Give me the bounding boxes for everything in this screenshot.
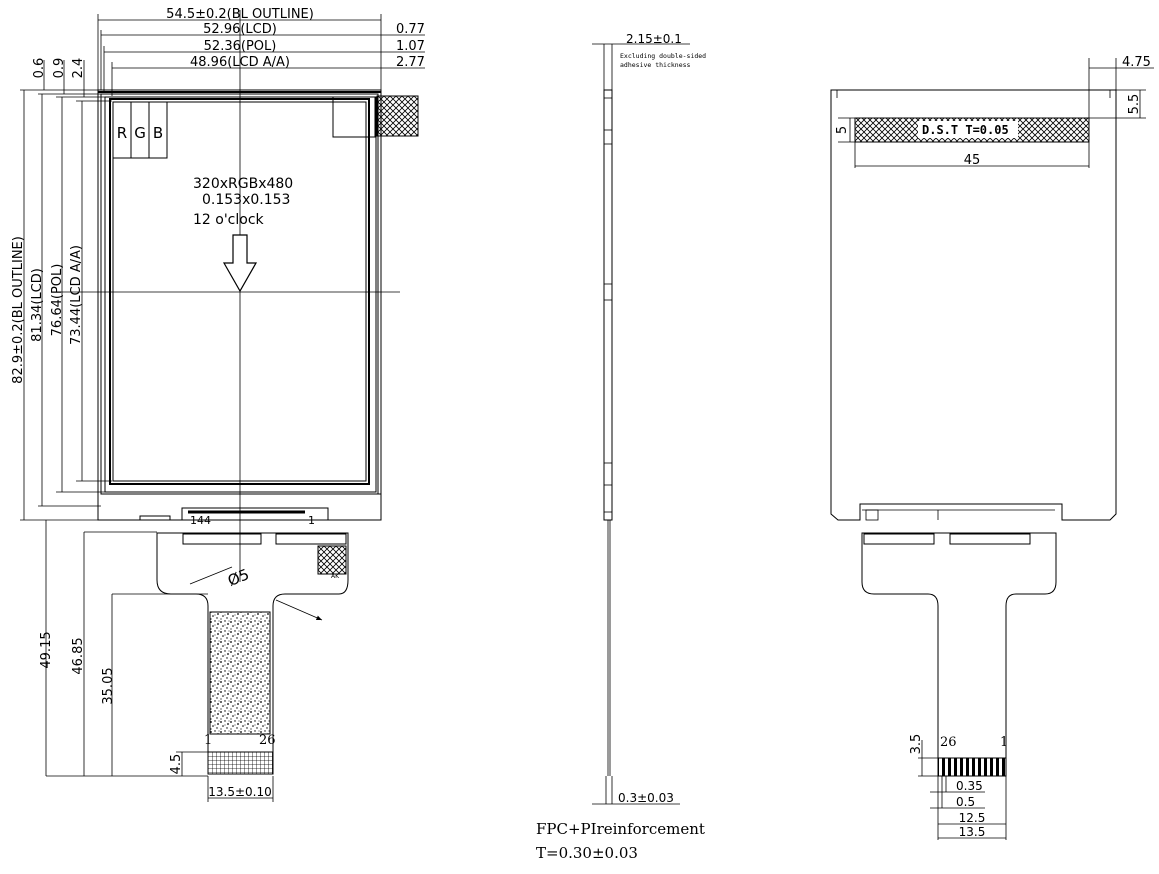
dst-height: 5: [835, 126, 850, 134]
side-body: [603, 89, 613, 521]
rear-pin-26: 26: [940, 735, 957, 750]
dim-pol-height: 76.64(POL): [50, 264, 65, 337]
rear-fpc-outline: [861, 532, 1057, 777]
side-thickness: 2.15±0.1: [626, 32, 682, 46]
corner-window: [332, 96, 376, 138]
fpc-pad-right: [275, 533, 347, 545]
pin-144-label: 144: [190, 514, 211, 527]
dst-label: D.S.T T=0.05: [922, 123, 1009, 137]
dim-fpc-width: 13.5±0.10: [208, 785, 272, 799]
rear-body: [830, 89, 1117, 521]
rear-view: D.S.T T=0.05 45 5 5.5 4.75 26 1 3.5: [830, 55, 1154, 840]
dim-bl-outline-height: 82.9±0.2(BL OUTLINE): [11, 236, 26, 384]
rear-pin-1: 1: [1000, 735, 1008, 750]
lcd-outline: [100, 93, 379, 495]
dim-bl-outline-width: 54.5±0.2(BL OUTLINE): [166, 7, 314, 22]
top-dimensions: 54.5±0.2(BL OUTLINE) 52.96(LCD) 52.36(PO…: [97, 7, 425, 96]
dim-fpc-4685: 46.85: [71, 637, 86, 674]
rear-fpc-h: 3.5: [909, 734, 924, 755]
rgb-r: R: [117, 124, 127, 142]
left-dimensions: 82.9±0.2(BL OUTLINE) 81.34(LCD) 76.64(PO…: [11, 58, 112, 521]
side-view: 2.15±0.1 Excluding double-sided adhesive…: [536, 32, 706, 862]
pol-outline: [104, 96, 377, 493]
dim-aa-height: 73.44(LCD A/A): [69, 245, 84, 345]
dim-fpc-45: 4.5: [169, 754, 184, 775]
rgb-g: G: [134, 124, 146, 142]
rgb-pixel: R G B: [112, 101, 168, 159]
adhesive-note-2: adhesive thickness: [620, 61, 691, 69]
rear-fpc-pad: 0.5: [956, 795, 975, 809]
dim-offset-077: 0.77: [396, 22, 425, 37]
pixel-pitch-text: 0.153x0.153: [202, 192, 290, 208]
svg-text:AK: AK: [331, 573, 340, 580]
dst-width: 45: [964, 153, 981, 168]
rear-fpc-outer: 13.5: [959, 825, 986, 839]
fpc-dimensions: 49.15 46.85 35.05 4.5 13.5±0.10: [39, 520, 274, 802]
dim-aa-width: 48.96(LCD A/A): [190, 55, 290, 70]
pin-1-label: 1: [308, 514, 315, 527]
fpc-pin-1: 1: [204, 733, 212, 748]
fpc-stiffener: [209, 611, 271, 735]
bl-outline: [97, 89, 382, 521]
rgb-b: B: [153, 124, 163, 142]
fpc-pad-left: [182, 533, 262, 545]
front-view: R G B 320xRGBx480 0.153x0.153 12 o'clock…: [11, 7, 425, 802]
dim-lcd-height: 81.34(LCD): [30, 268, 45, 342]
dim-top-09: 0.9: [52, 58, 67, 79]
rear-fpc-contacts: [937, 757, 1007, 777]
hatched-tab: [376, 95, 419, 137]
fpc-component: [317, 545, 347, 575]
viewing-direction-text: 12 o'clock: [193, 212, 265, 228]
dim-top-06: 0.6: [32, 58, 47, 79]
dim-offset-107: 1.07: [396, 39, 425, 54]
reinforcement-thickness: T=0.30±0.03: [536, 844, 638, 862]
active-area-inner: [112, 101, 367, 482]
active-area: [109, 98, 370, 485]
rear-fpc-inner: 12.5: [959, 811, 986, 825]
dim-offset-277: 2.77: [396, 55, 425, 70]
dim-fpc-3505: 35.05: [101, 667, 116, 704]
fpc-pin-26: 26: [259, 733, 276, 748]
fpc-thickness: 0.3±0.03: [618, 791, 674, 805]
dim-top-24: 2.4: [71, 58, 86, 79]
ic-region: [181, 507, 329, 521]
fpc-contacts: [207, 751, 274, 775]
dim-lcd-width: 52.96(LCD): [203, 22, 277, 37]
right-offset: 4.75: [1122, 55, 1151, 70]
reinforcement-text: FPC+PIreinforcement: [536, 820, 705, 838]
dim-fpc-4915: 49.15: [39, 631, 54, 668]
dst-top-offset: 5.5: [1127, 94, 1142, 115]
rear-fpc-pitch: 0.35: [956, 779, 983, 793]
dim-pol-width: 52.36(POL): [204, 39, 277, 54]
viewing-direction-arrow-icon: [222, 234, 258, 293]
resolution-text: 320xRGBx480: [193, 176, 293, 192]
hole-diameter: Ø5: [225, 565, 252, 590]
adhesive-note-1: Excluding double-sided: [620, 52, 706, 60]
